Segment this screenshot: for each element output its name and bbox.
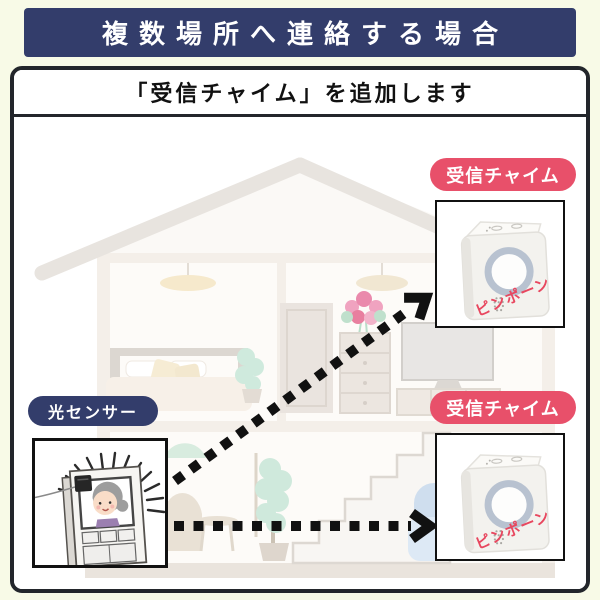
chime-device-icon	[460, 454, 550, 554]
sensor-label: 光センサー	[47, 405, 138, 422]
dotted-arrow-diagonal	[172, 307, 409, 486]
dome-lamp	[164, 443, 206, 458]
doorphone-unit	[35, 465, 148, 565]
speaker-holes	[493, 297, 504, 312]
woman-on-screen	[92, 481, 129, 528]
signal-arrows	[172, 292, 439, 544]
flower-vase	[341, 291, 386, 336]
sensor-photo-frame	[32, 438, 168, 568]
light-sensor-device	[74, 475, 93, 492]
panel-titlebar: 「受信チャイム」を追加します	[14, 70, 586, 117]
chime-label-pill-bottom: 受信チャイム	[430, 391, 576, 424]
banner-title: 複数場所へ連絡する場合	[101, 19, 509, 49]
tall-plant	[255, 458, 292, 561]
sensor-cable	[35, 486, 76, 499]
chime-photo-frame-top: ピンポーン	[435, 200, 565, 328]
chime-ring	[484, 247, 534, 297]
chime-device-icon	[460, 221, 550, 321]
sensor-label-pill: 光センサー	[28, 396, 158, 426]
house-base	[85, 563, 555, 578]
chime-label-pill-top: 受信チャイム	[430, 158, 576, 191]
chime-ring	[484, 480, 534, 530]
gable-wall	[97, 163, 543, 257]
panel-content: 光センサー	[14, 117, 586, 589]
arrowhead-diagonal	[404, 292, 434, 321]
speaker-holes	[493, 530, 504, 545]
chime-label-top: 受信チャイム	[446, 165, 560, 186]
chime-label-bottom: 受信チャイム	[446, 398, 560, 419]
instruction-panel: 「受信チャイム」を追加します	[10, 66, 590, 593]
chime-photo-frame-bottom: ピンポーン	[435, 433, 565, 561]
panel-title: 「受信チャイム」を追加します	[125, 81, 475, 106]
doorphone-illustration	[35, 451, 165, 565]
arrowhead-horizontal	[409, 508, 439, 544]
header-banner: 複数場所へ連絡する場合	[24, 8, 576, 57]
